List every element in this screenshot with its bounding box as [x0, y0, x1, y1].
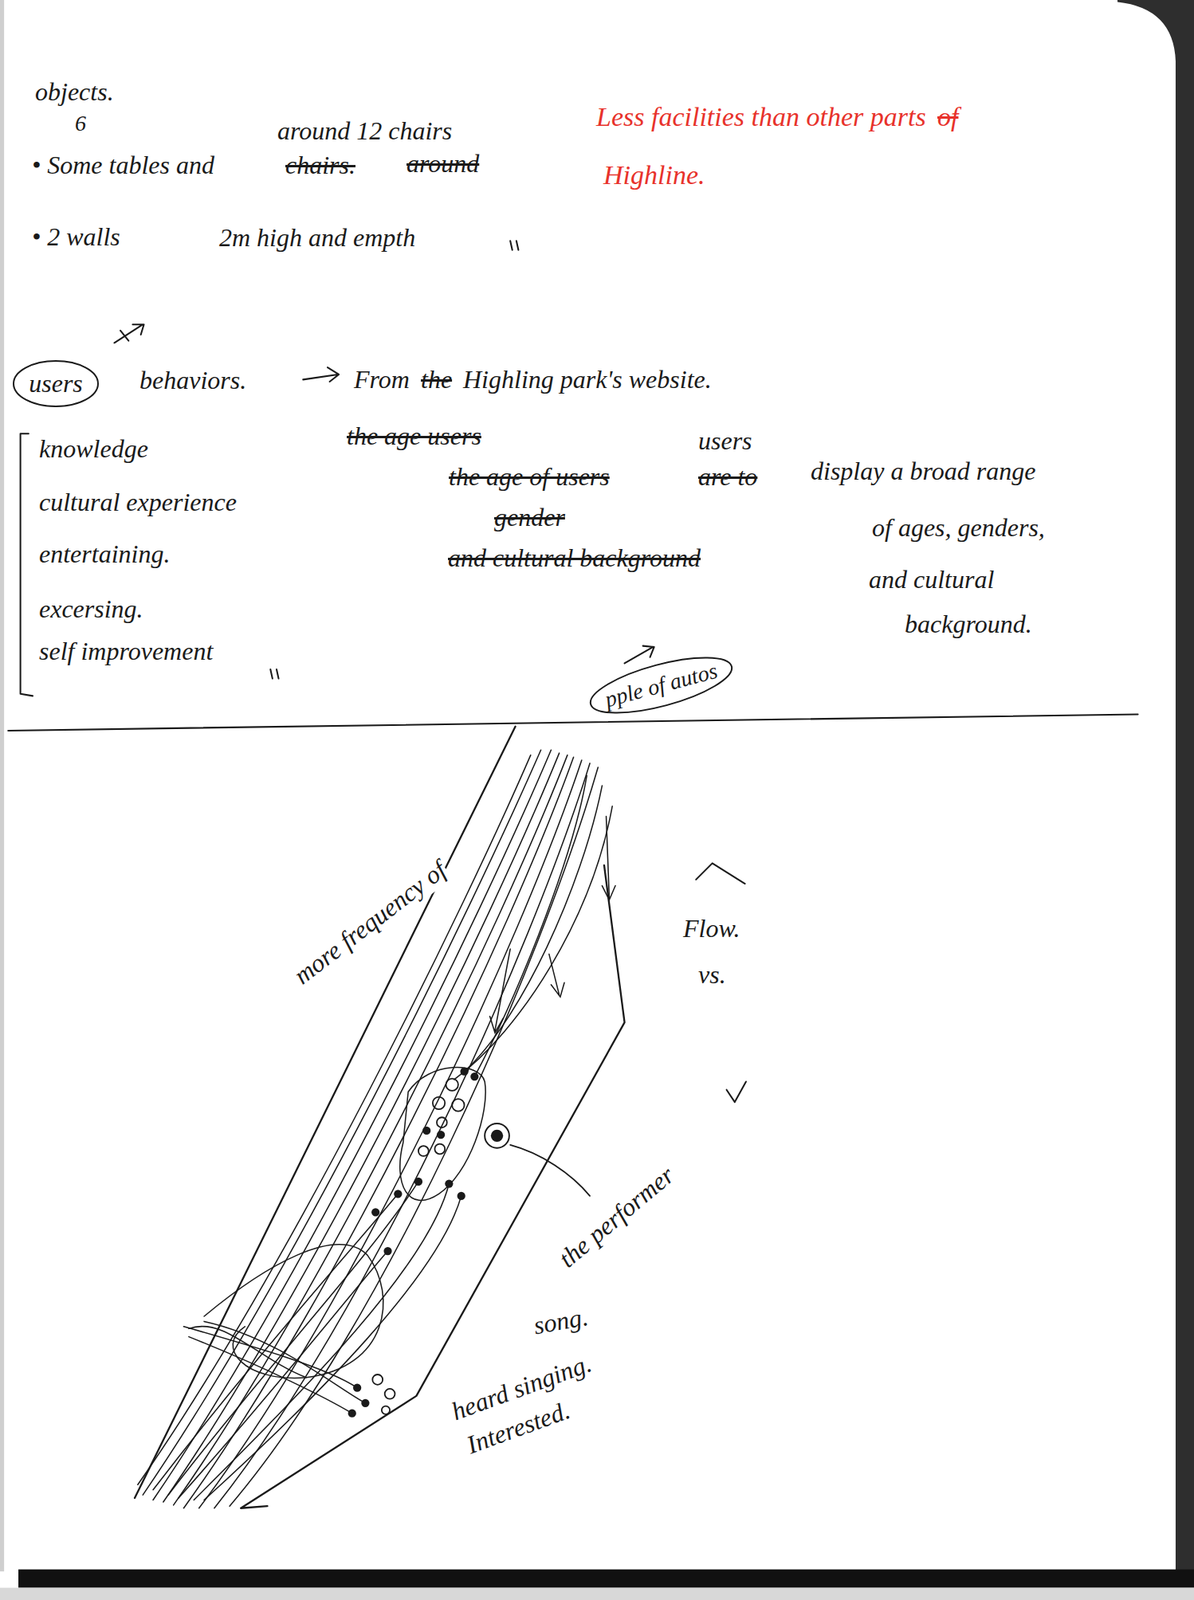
handwritten-note: and cultural background: [446, 542, 703, 574]
handwritten-note: of: [935, 101, 960, 134]
chair-symbols: [372, 1079, 464, 1415]
handwritten-note: users: [696, 425, 755, 456]
handwritten-note: song.: [530, 1301, 593, 1342]
handwritten-note: and cultural: [867, 564, 996, 595]
handwritten-note: Flow.: [681, 913, 742, 944]
handwritten-note: self improvement: [37, 636, 215, 667]
handwritten-note: Less facilities than other parts: [594, 101, 928, 134]
handwritten-note: around: [404, 148, 481, 179]
handwritten-note: objects.: [33, 76, 116, 107]
performer-symbol: [484, 1123, 590, 1197]
handwritten-note: the age of users: [447, 461, 612, 492]
person-dots: [348, 1068, 480, 1418]
handwritten-note: Highling park's website.: [461, 364, 714, 395]
handwritten-note: 2m high and empth: [217, 222, 417, 253]
circled-note: pple of autos: [584, 645, 739, 726]
node-text: pple of autos: [586, 653, 736, 718]
handwritten-note: 6: [73, 109, 88, 138]
handwritten-note: From: [352, 364, 412, 395]
handwritten-note: around 12 chairs: [275, 115, 454, 146]
ellipse-outline: [585, 646, 737, 725]
handwritten-note: Highline.: [601, 159, 707, 193]
handwritten-note: vs.: [696, 959, 728, 990]
walkway-outline: [134, 726, 625, 1509]
handwritten-note: display a broad range: [809, 455, 1037, 487]
handwritten-note: cultural experience: [37, 487, 239, 518]
ink-marks: [7, 240, 1138, 1103]
handwritten-note: the: [419, 364, 454, 395]
handwritten-note: chairs.: [283, 149, 358, 181]
handwritten-note: background.: [903, 608, 1034, 640]
flow-lines: [137, 750, 616, 1509]
handwritten-note: gender: [492, 502, 567, 533]
handwritten-note: of ages, genders,: [870, 512, 1047, 543]
circled-note: users: [12, 360, 99, 408]
handwritten-note: • 2 walls: [30, 221, 122, 252]
ellipse-outline: [13, 361, 99, 407]
handwritten-note: the age users: [345, 420, 484, 452]
handwritten-note: entertaining.: [37, 538, 172, 570]
node-text: users: [12, 368, 99, 399]
handwritten-note: • Some tables and: [30, 149, 217, 181]
handwritten-note: are to: [696, 461, 759, 492]
handwritten-note: behaviors.: [137, 365, 248, 396]
handwritten-note: more frequency of: [286, 853, 453, 992]
handwritten-note: excersing.: [37, 593, 146, 625]
handwritten-note: knowledge: [37, 433, 150, 464]
